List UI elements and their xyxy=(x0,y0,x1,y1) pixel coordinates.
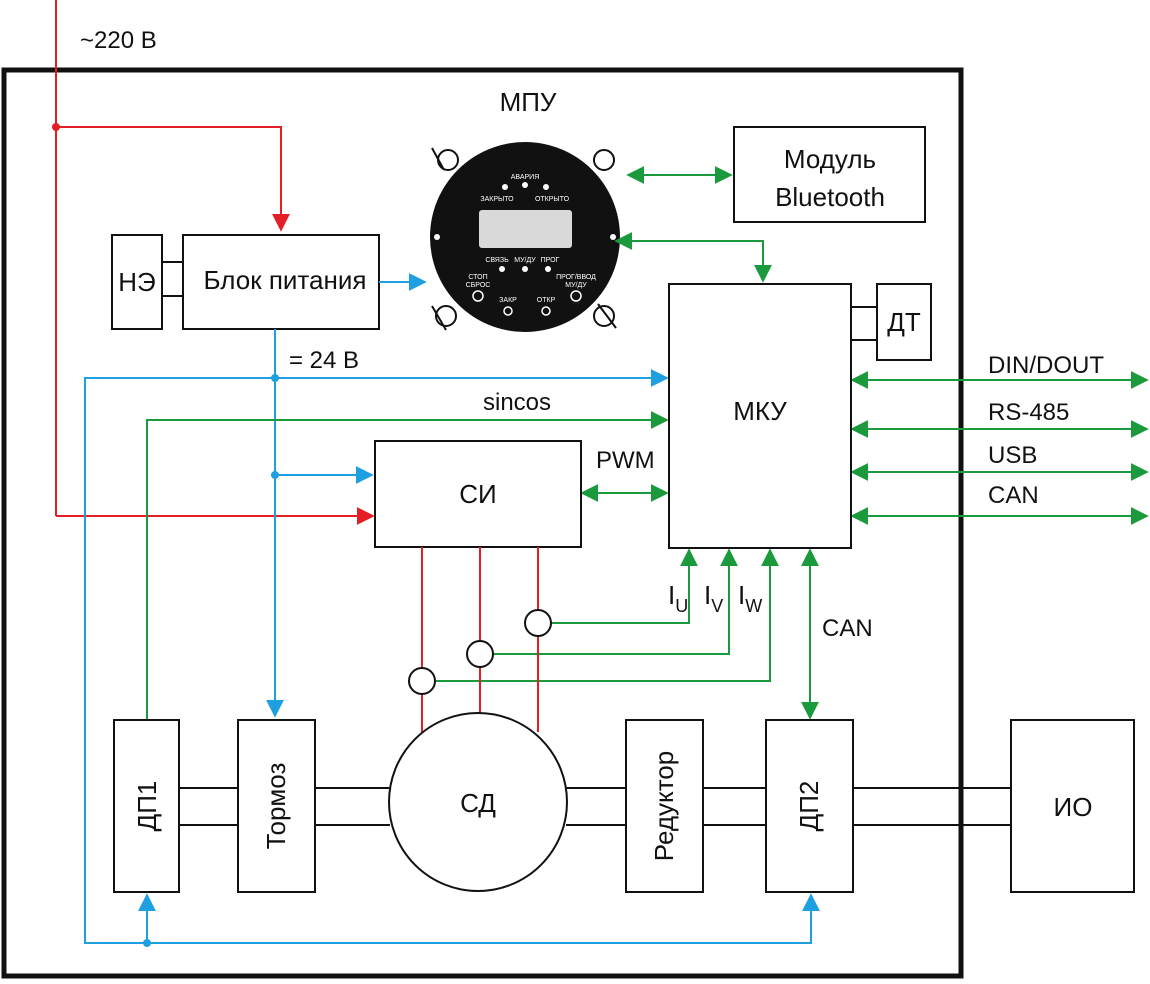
io-box xyxy=(1010,719,1135,893)
mpu-alarm-label: АВАРИЯ xyxy=(511,174,540,181)
shaft xyxy=(179,787,1011,826)
motor-label: СД xyxy=(460,788,496,818)
can-ext-label: CAN xyxy=(988,482,1039,509)
mpu-stop-label: СТОП xyxy=(468,274,487,281)
dc-24v-wiring xyxy=(84,273,820,947)
usb-label: USB xyxy=(988,442,1037,469)
iu-label: IU xyxy=(668,580,688,616)
dt-box xyxy=(876,283,932,361)
din-dout-label: DIN/DOUT xyxy=(988,352,1104,379)
current-sensor-u xyxy=(524,609,552,637)
dt-label: ДТ xyxy=(887,307,921,337)
ne-label: НЭ xyxy=(118,267,155,297)
brake-label: Тормоз xyxy=(261,763,291,850)
reducer-box xyxy=(625,719,704,893)
mpu-reset-label: СБРОС xyxy=(466,282,491,289)
io-label: ИО xyxy=(1054,792,1093,822)
mpu-mudu-label: МУ/ДУ xyxy=(514,257,536,264)
si-box xyxy=(374,440,582,548)
dp2-box xyxy=(765,719,854,893)
mains-wiring xyxy=(52,0,375,525)
dp2-label: ДП2 xyxy=(794,781,824,832)
dp1-label: ДП1 xyxy=(132,781,162,832)
ne-box xyxy=(111,234,163,330)
mpu-panel: АВАРИЯ ЗАКРЫТО ОТКРЫТО СВЯЗЬ МУ/ДУ ПРОГ … xyxy=(430,142,620,332)
mpu-prog-input-label: ПРОГ/ВВОД xyxy=(556,274,596,281)
bluetooth-label-2: Bluetooth xyxy=(775,182,885,212)
phase-wiring xyxy=(421,547,539,732)
si-label: СИ xyxy=(459,479,496,509)
power-supply-label: Блок питания xyxy=(204,265,367,295)
pwm-label: PWM xyxy=(596,447,655,474)
mpu-link-label: СВЯЗЬ xyxy=(485,257,509,264)
mpu-open-btn-label: ОТКР xyxy=(537,297,556,304)
power-supply-box xyxy=(182,234,380,330)
iv-label: IV xyxy=(704,580,723,616)
motor-circle xyxy=(388,712,568,892)
mku-label: МКУ xyxy=(733,396,787,426)
mpu-closed-label: ЗАКРЫТО xyxy=(480,196,514,203)
rs485-label: RS-485 xyxy=(988,399,1069,426)
dp1-box xyxy=(113,719,180,893)
brake-box xyxy=(237,719,316,893)
iw-label: IW xyxy=(738,580,762,616)
mpu-close-btn-label: ЗАКР xyxy=(499,297,517,304)
mains-label: ~220 В xyxy=(80,27,157,54)
mpu-mudu2-label: МУ/ДУ xyxy=(565,282,587,289)
mpu-title: МПУ xyxy=(500,87,557,117)
bluetooth-label-1: Модуль xyxy=(784,144,876,174)
current-sensor-v xyxy=(466,640,494,668)
sincos-label: sincos xyxy=(483,389,551,416)
mpu-open-label: ОТКРЫТО xyxy=(535,196,570,203)
bluetooth-box xyxy=(733,126,926,223)
mku-box xyxy=(668,283,852,549)
current-sensor-w xyxy=(408,667,436,695)
reducer-label: Редуктор xyxy=(649,751,679,861)
signal-wiring xyxy=(146,232,1149,720)
can-internal-label: CAN xyxy=(822,615,873,642)
voltage-24-label: = 24 В xyxy=(289,347,359,374)
mpu-prog-label: ПРОГ xyxy=(541,257,560,264)
